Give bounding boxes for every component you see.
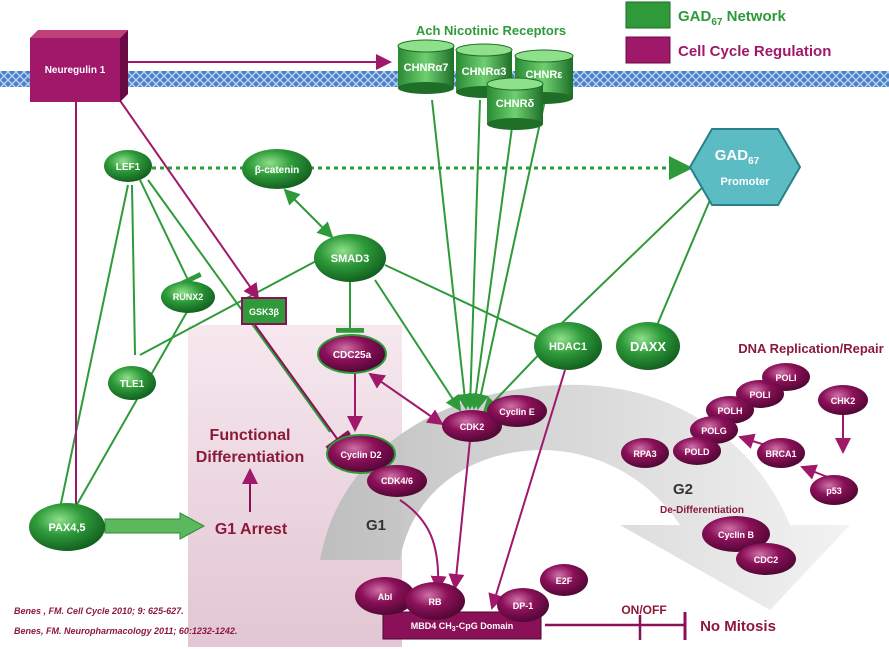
p53-label: p53 [826,486,842,496]
cyclin-e-node: Cyclin E [487,395,547,427]
e2f-label: E2F [556,576,573,586]
on-off-label: ON/OFF [621,603,666,617]
cdk46-node: CDK4/6 [367,465,427,497]
runx2-label: RUNX2 [173,292,204,302]
abl-label: Abl [378,592,393,602]
differentiation-label: Differentiation [196,449,304,466]
lef1-label: LEF1 [116,162,141,173]
p53-node: p53 [810,475,858,505]
polg-label: POLG [701,426,727,436]
gad67-promoter-node: GAD67 Promoter [688,128,802,206]
dna-repair-label: DNA Replication/Repair [738,341,883,356]
pax45-label: PAX4,5 [48,522,85,534]
daxx-label: DAXX [630,339,666,354]
tle1-label: TLE1 [120,379,145,390]
rb-label: RB [429,597,442,607]
no-mitosis-label: No Mitosis [700,618,776,635]
legend-gad67-label: GAD67 Network [678,8,786,28]
pax45-node: PAX4,5 [29,503,105,551]
cyclin-d2-node: Cyclin D2 [326,434,396,474]
legend-cell-cycle-label: Cell Cycle Regulation [678,43,831,60]
gad67-promoter-title: GAD67 [715,147,760,167]
legend: GAD67 Network Cell Cycle Regulation [625,1,831,64]
neuregulin-node: Neuregulin 1 [30,30,128,102]
beta-catenin-node: β-catenin [242,149,312,189]
beta-catenin-label: β-catenin [255,165,299,176]
magenta-nodes: CDC25a CDK2 Cyclin E Cyclin D2 CDK4/6 MB… [317,334,868,640]
smad3-label: SMAD3 [331,253,370,265]
g1-arrest-label: G1 Arrest [215,521,288,538]
abl-node: Abl [355,577,415,615]
receptor-chnr-d: CHNRδ [486,77,544,130]
cdc2-label: CDC2 [754,555,779,565]
chnr-a7-label: CHNRα7 [404,62,449,74]
cdk2-node: CDK2 [442,410,502,442]
hdac1-node: HDAC1 [534,322,602,370]
receptors-title: Ach Nicotinic Receptors [416,23,566,38]
polh-label: POLH [717,406,742,416]
dp1-label: DP-1 [513,601,534,611]
chnr-d-label: CHNRδ [496,98,535,110]
chk2-label: CHK2 [831,396,856,406]
legend-green-swatch [625,1,671,29]
chnr-a3-label: CHNRα3 [462,66,507,78]
mbd4-domain: MBD4 CH3-CpG Domain [382,611,542,640]
poli2-label: POLI [749,390,770,400]
legend-magenta-swatch [625,36,671,64]
cdc25a-label: CDC25a [333,350,372,361]
receptor-chnr-a7: CHNRα7 [397,39,455,94]
g2-phase-label: G2 [673,481,693,498]
rpa3-node: RPA3 [621,438,669,468]
pold-node: POLD [673,437,721,465]
cdc2-node: CDC2 [736,543,796,575]
rpa3-label: RPA3 [633,449,656,459]
chk2-node: CHK2 [818,385,868,415]
cyclin-d2-label: Cyclin D2 [340,450,381,460]
gsk3b-label: GSK3β [249,307,280,317]
neuregulin-label: Neuregulin 1 [45,65,106,76]
cyclin-b-label: Cyclin B [718,530,755,540]
mbd4-label: MBD4 CH3-CpG Domain [411,621,513,633]
tle1-node: TLE1 [108,366,156,400]
gsk3b-node: GSK3β [241,297,287,325]
chnr-e-label: CHNRε [526,69,564,81]
brca1-label: BRCA1 [765,449,796,459]
dp1-node: DP-1 [497,588,549,622]
smad3-node: SMAD3 [314,234,386,282]
runx2-node: RUNX2 [161,281,215,313]
hdac1-label: HDAC1 [549,341,587,353]
cyclin-e-label: Cyclin E [499,407,535,417]
reference-2: Benes, FM. Neuropharmacology 2011; 60:12… [14,626,237,636]
poli1-label: POLI [775,373,796,383]
lef1-node: LEF1 [104,150,152,182]
cdk46-label: CDK4/6 [381,476,413,486]
functional-label: Functional [210,427,291,444]
rb-node: RB [405,582,465,620]
pax-to-g1-arrest-arrow [104,512,206,540]
green-nodes: LEF1 β-catenin SMAD3 RUNX2 GSK3β TLE1 HD… [29,149,680,551]
g1-phase-label: G1 [366,517,386,534]
cdc25a-node: CDC25a [317,334,387,374]
cdk2-label: CDK2 [460,422,485,432]
daxx-node: DAXX [616,322,680,370]
on-off-inhibition [545,615,685,640]
cyclin-b-node: Cyclin B [702,516,770,552]
brca1-node: BRCA1 [757,438,805,468]
magenta-edges [75,54,851,610]
reference-1: Benes , FM. Cell Cycle 2010; 9: 625-627. [14,606,184,616]
dedifferentiation-label: De-Differentiation [660,505,744,516]
e2f-node: E2F [540,564,588,596]
pold-label: POLD [684,447,710,457]
gad67-promoter-label: Promoter [721,176,771,188]
polg-node: POLG [690,416,738,444]
